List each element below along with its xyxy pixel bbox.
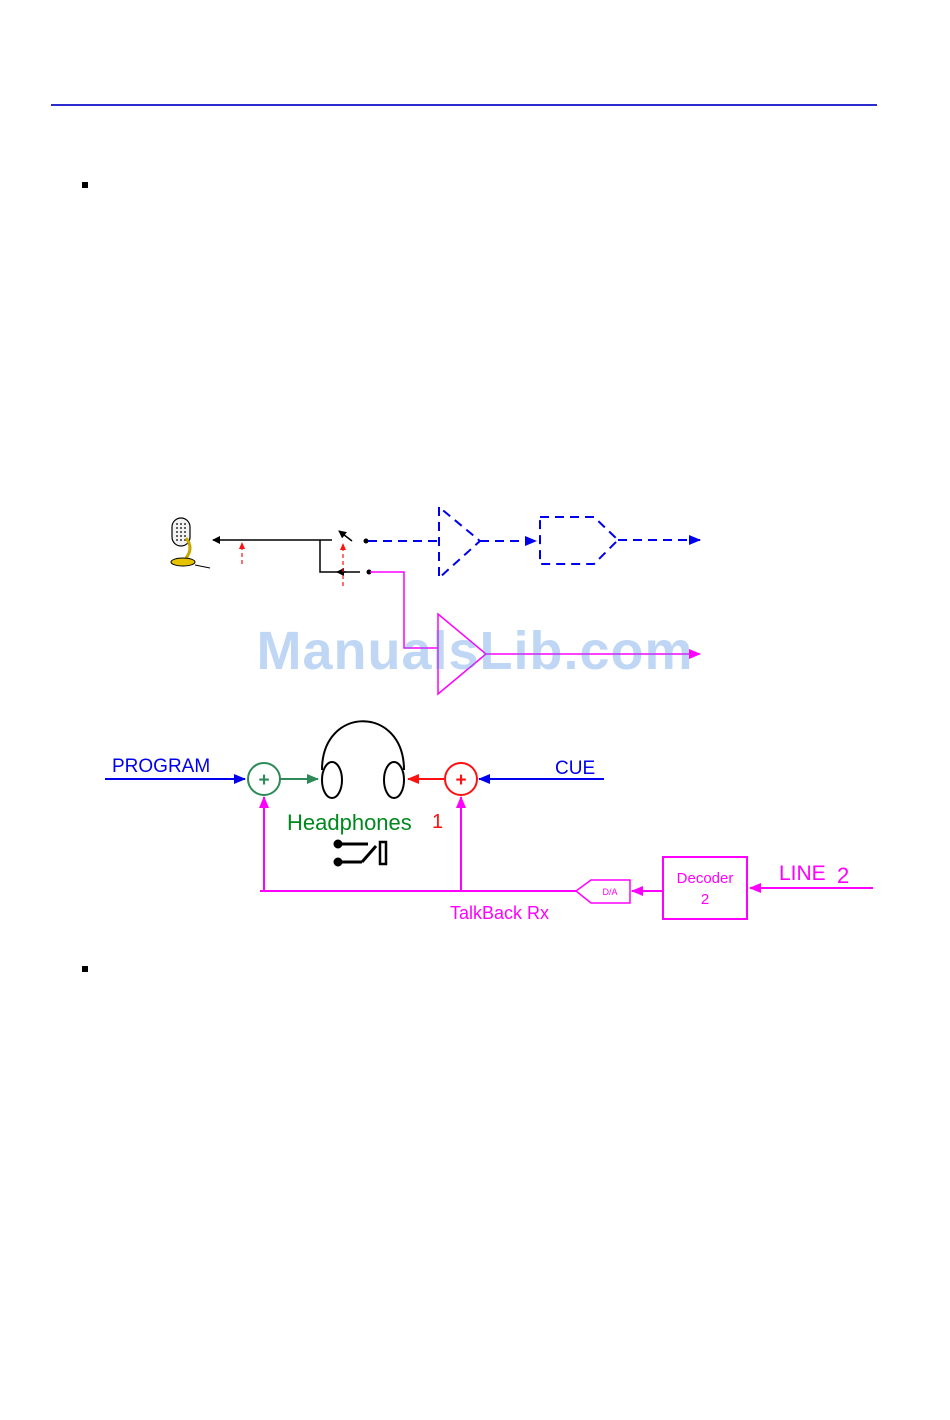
- decoder-label: Decoder: [677, 870, 734, 887]
- watermark: ManualsLib.com: [0, 620, 950, 682]
- da-label: D/A: [602, 887, 617, 897]
- switch-icon: [335, 841, 386, 865]
- line-label: LINE: [779, 862, 826, 885]
- left-summing-junction: +: [248, 763, 318, 795]
- right-summing-junction: +: [408, 763, 477, 795]
- program-label: PROGRAM: [112, 756, 210, 777]
- left-sum-plus: +: [258, 770, 269, 791]
- blue-dashed-chain: [368, 507, 700, 578]
- cue-label: CUE: [555, 758, 595, 779]
- decoder-number: 2: [701, 891, 709, 908]
- headphones-icon: [322, 721, 404, 798]
- decoder-block: Decoder 2: [663, 857, 747, 919]
- cue-input: CUE: [479, 758, 604, 779]
- headphones-label: Headphones: [287, 810, 412, 835]
- talkback-label: TalkBack Rx: [450, 903, 549, 923]
- line-input: LINE 2: [750, 862, 873, 888]
- mic-signal-path: [213, 531, 372, 586]
- da-converter: D/A: [576, 880, 663, 903]
- program-input: PROGRAM: [105, 756, 245, 779]
- microphone-icon: [171, 518, 210, 568]
- headphones-number: 1: [432, 811, 443, 833]
- line-number: 2: [837, 863, 849, 888]
- right-sum-plus: +: [455, 770, 466, 791]
